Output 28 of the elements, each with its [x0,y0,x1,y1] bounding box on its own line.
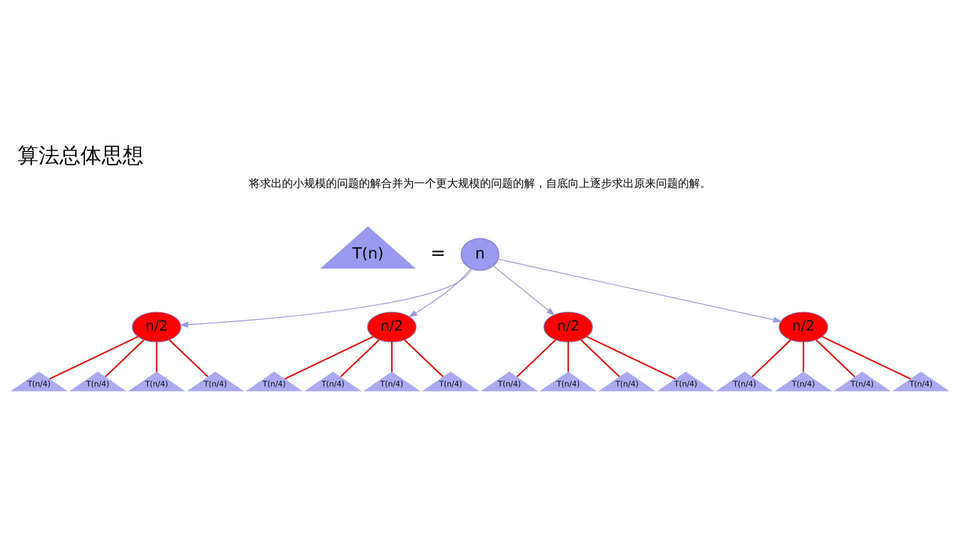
connector [516,339,556,378]
node-ellipse: n [460,238,500,271]
connector [104,339,144,378]
connector [816,339,856,378]
connector [802,342,804,372]
node-ellipse: n/2 [132,312,182,342]
node-ellipse: n/2 [544,312,593,342]
arrow [179,268,472,328]
connector [580,339,620,378]
arrow [498,258,782,323]
connector [391,342,392,372]
label: 将求出的小规模的问题的解合并为一个更大规模的问题的解，自底向上逐步求出原来问题的解。 [249,176,712,190]
node-ellipse: n/2 [778,312,828,342]
connector [284,336,374,380]
arrow [492,265,556,316]
connector [752,339,792,378]
arrow [408,268,471,318]
connector [168,339,208,378]
connector [156,342,158,372]
connector [340,339,380,378]
connector [49,336,138,380]
label: = [430,242,446,264]
connector [404,339,444,378]
connector [568,342,569,372]
diagram-title: 算法总体思想 [18,143,144,168]
node-ellipse: n/2 [367,312,417,342]
connector [586,336,676,380]
connector [822,336,911,380]
